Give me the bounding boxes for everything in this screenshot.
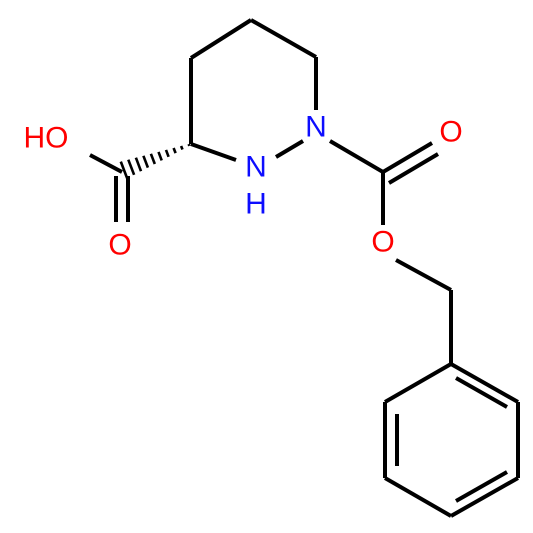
hash-segment — [149, 153, 157, 165]
bond-c4-c5 — [189, 18, 253, 60]
hash-segment — [187, 143, 191, 147]
bond-carbonyl-c-o-double-1 — [381, 141, 434, 174]
atom-label-ester-oxygen: O — [371, 226, 394, 259]
bond-carbonyl-c-o-double-2 — [387, 152, 440, 185]
atom-label-ring-nh-hydrogen: H — [245, 188, 267, 221]
bond-benzene-6 — [384, 362, 452, 404]
hash-segment — [127, 159, 136, 176]
bond-c5-c6 — [250, 18, 317, 59]
hash-segment — [179, 145, 184, 150]
atom-label-carboxyl-oxygen: O — [108, 229, 131, 262]
bond-n1-n2 — [274, 139, 305, 159]
bond-benzene-inner-2 — [455, 470, 508, 503]
atom-label-ring-nitrogen-carbamate: N — [305, 111, 327, 144]
atom-label-carboxyl-hydroxyl: HO — [24, 122, 69, 155]
atom-label-carbonyl-oxygen: O — [439, 116, 462, 149]
hash-segment — [142, 155, 150, 169]
hash-segment — [157, 151, 163, 161]
hash-segment — [164, 149, 170, 158]
hash-segment — [134, 157, 143, 172]
bond-benzene-1 — [450, 362, 519, 404]
stereo-hashed-wedge-bond — [119, 143, 191, 179]
hash-segment — [172, 147, 177, 154]
hash-segment — [119, 161, 129, 179]
bond-benzene-3 — [450, 476, 519, 518]
bond-o-ester-ch2 — [395, 258, 452, 292]
bond-n2-c3 — [190, 142, 237, 162]
bond-benzene-inner-1 — [455, 376, 508, 409]
bond-n1-carbonyl-c — [328, 139, 385, 174]
bond-benzene-4 — [384, 476, 452, 518]
bond-cooh-oh — [89, 153, 123, 174]
atom-label-ring-nitrogen-nh: N — [245, 151, 267, 184]
